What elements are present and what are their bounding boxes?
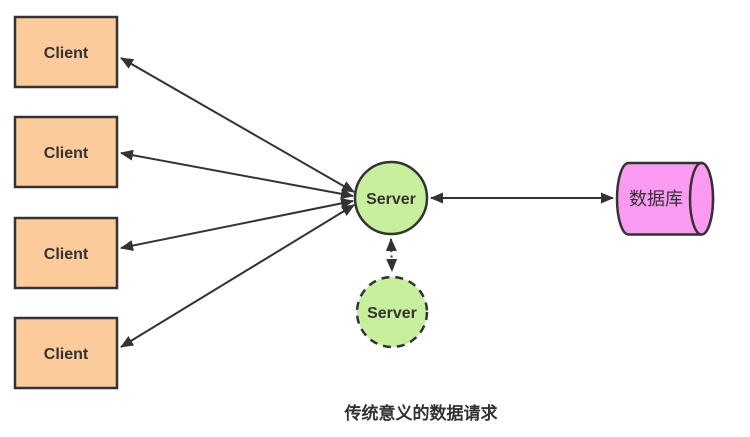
database-cylinder-cap (688, 161, 715, 236)
client-box (13, 316, 119, 390)
client-label: Client (44, 45, 89, 62)
client-node-3: Client (13, 216, 119, 290)
server-backup-label: Server (367, 305, 417, 322)
arrow-client3-server (120, 197, 354, 252)
arrow-server-backup-dotted (385, 238, 398, 272)
database-label: 数据库 (629, 189, 683, 209)
client-box (13, 216, 119, 290)
client-box (13, 15, 119, 89)
server-circle (353, 160, 429, 236)
client-node-2: Client (13, 115, 119, 189)
client-label: Client (44, 246, 89, 263)
server-node-backup: Server (355, 275, 429, 349)
client-node-4: Client (13, 316, 119, 390)
server-dashed-circle (355, 275, 429, 349)
client-label: Client (44, 346, 89, 363)
client-node-1: Client (13, 15, 119, 89)
database-node: 数据库 (615, 161, 715, 236)
arrow-client2-server (120, 149, 354, 200)
server-node-main: Server (353, 160, 429, 236)
diagram-caption: 传统意义的数据请求 (344, 403, 498, 423)
client-box (13, 115, 119, 189)
arrow-client4-server (120, 204, 355, 348)
arrow-client1-server (120, 57, 355, 193)
server-label: Server (366, 191, 416, 208)
client-label: Client (44, 145, 89, 162)
